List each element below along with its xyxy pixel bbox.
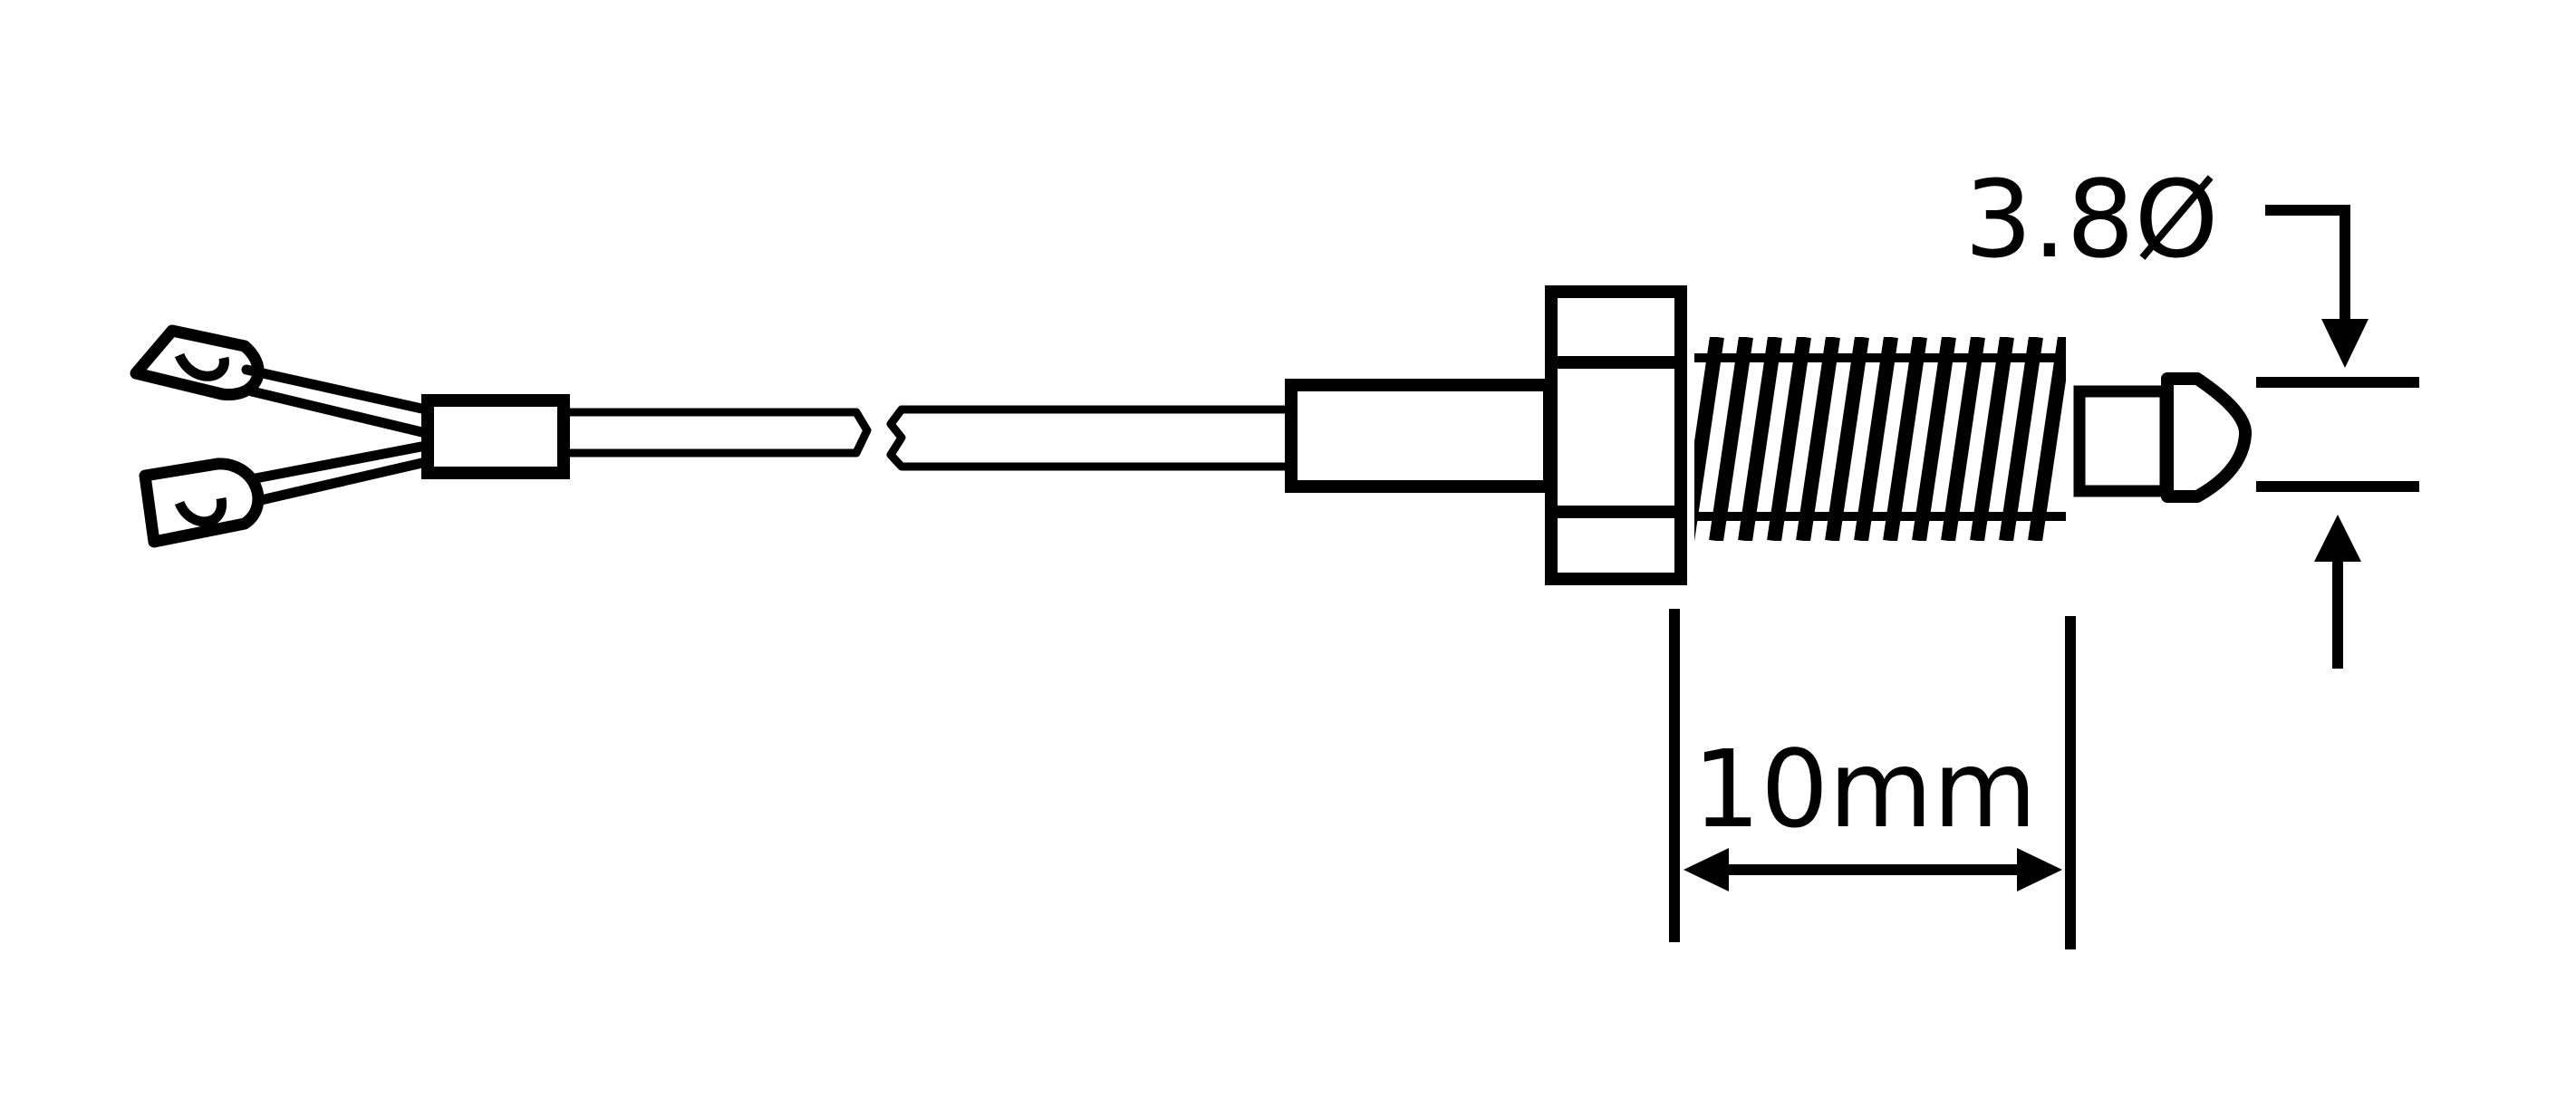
length-label: 10mm bbox=[1693, 727, 2037, 852]
probe-shank bbox=[1285, 379, 1556, 493]
spade-terminal-upper bbox=[130, 324, 265, 400]
lead-wires bbox=[241, 364, 431, 506]
length-dimension bbox=[1669, 609, 2076, 949]
cable bbox=[564, 405, 1291, 471]
crimp-sleeve bbox=[421, 394, 570, 479]
sensing-tip bbox=[2161, 372, 2252, 503]
probe-neck bbox=[2073, 385, 2172, 497]
spade-terminal-lower bbox=[139, 458, 265, 548]
diameter-label: 3.8Ø bbox=[1964, 157, 2219, 282]
threaded-section bbox=[1694, 337, 2066, 541]
diameter-dimension bbox=[2256, 205, 2419, 669]
hex-nut bbox=[1545, 285, 1687, 585]
